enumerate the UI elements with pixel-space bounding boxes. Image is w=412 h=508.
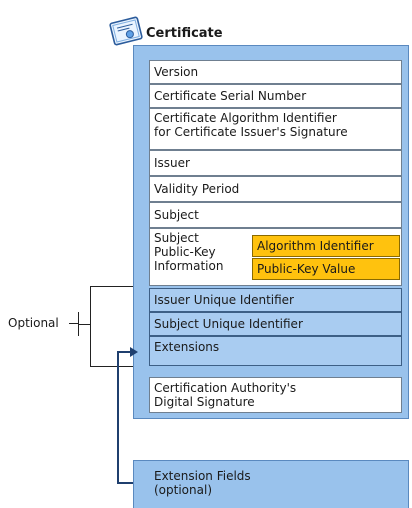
extension-connector-top: [117, 351, 131, 353]
public-key-algorithm-identifier: Algorithm Identifier: [252, 235, 400, 257]
arrow-right-icon: [130, 347, 138, 357]
optional-bracket-middle: [78, 324, 90, 325]
validity-period-field: Validity Period: [149, 176, 402, 202]
algorithm-identifier-label: Certificate Algorithm Identifier for Cer…: [154, 111, 348, 139]
extension-fields-label: Extension Fields (optional): [154, 469, 251, 497]
public-key-value: Public-Key Value: [252, 258, 400, 280]
version-field: Version: [149, 60, 402, 84]
optional-bracket-top: [90, 286, 133, 287]
certificate-icon: [108, 14, 144, 48]
extension-connector-bottom: [117, 482, 134, 484]
serial-number-field: Certificate Serial Number: [149, 84, 402, 108]
optional-bracket-tick: [69, 323, 79, 324]
optional-label: Optional: [8, 316, 59, 330]
algorithm-identifier-field: Certificate Algorithm Identifier for Cer…: [149, 108, 402, 150]
extension-fields-panel: Extension Fields (optional): [133, 460, 409, 508]
extension-connector-vertical: [117, 351, 119, 484]
ca-signature-label: Certification Authority's Digital Signat…: [154, 381, 297, 409]
ca-signature-field: Certification Authority's Digital Signat…: [149, 377, 402, 413]
optional-bracket-stem-vertical: [90, 286, 91, 366]
issuer-unique-identifier-field: Issuer Unique Identifier: [149, 288, 402, 312]
subject-field: Subject: [149, 202, 402, 228]
issuer-field: Issuer: [149, 150, 402, 176]
extensions-field: Extensions: [149, 336, 402, 366]
subject-public-key-info-label: Subject Public-Key Information: [154, 231, 224, 273]
certificate-title: Certificate: [146, 26, 223, 41]
subject-unique-identifier-field: Subject Unique Identifier: [149, 312, 402, 336]
optional-bracket-bottom: [90, 366, 133, 367]
